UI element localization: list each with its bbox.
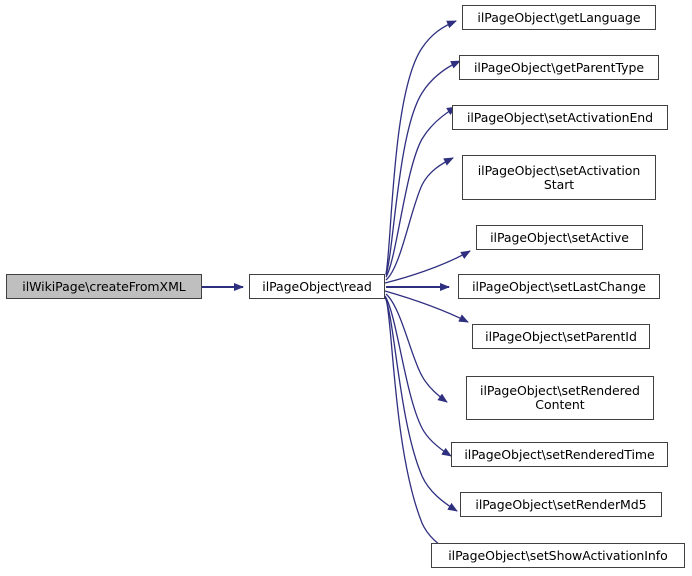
- edge-read-to-setShowActivationInfo: [385, 297, 455, 555]
- graph-node-getLanguage[interactable]: ilPageObject\getLanguage: [462, 5, 656, 30]
- graph-node-setShowActivationInfo[interactable]: ilPageObject\setShowActivationInfo: [431, 543, 685, 568]
- graph-node-read[interactable]: ilPageObject\read: [249, 274, 385, 299]
- edge-read-to-setActivationStart: [385, 157, 454, 281]
- graph-node-setRenderedTime[interactable]: ilPageObject\setRenderedTime: [451, 442, 668, 467]
- edge-read-to-setRenderedContent: [385, 293, 448, 403]
- graph-node-setParentId[interactable]: ilPageObject\setParentId: [472, 324, 650, 349]
- graph-node-setActive[interactable]: ilPageObject\setActive: [476, 225, 643, 250]
- edge-read-to-getParentType: [385, 60, 461, 276]
- edge-read-to-getLanguage: [385, 20, 457, 275]
- graph-node-setLastChange[interactable]: ilPageObject\setLastChange: [458, 274, 660, 299]
- graph-node-setRenderedContent[interactable]: ilPageObject\setRendered Content: [466, 376, 654, 420]
- graph-node-setRenderMd5[interactable]: ilPageObject\setRenderMd5: [460, 492, 662, 517]
- edge-read-to-setRenderedTime: [384, 295, 452, 457]
- graph-node-createFromXML[interactable]: ilWikiPage\createFromXML: [6, 274, 202, 299]
- graph-node-setActivationStart[interactable]: ilPageObject\setActivation Start: [462, 155, 656, 200]
- edge-read-to-setActivationEnd: [385, 106, 457, 278]
- edge-read-to-setParentId: [384, 290, 469, 323]
- graph-node-getParentType[interactable]: ilPageObject\getParentType: [459, 55, 659, 80]
- edge-read-to-setRenderMd5: [384, 296, 458, 512]
- graph-node-setActivationEnd[interactable]: ilPageObject\setActivationEnd: [452, 105, 668, 130]
